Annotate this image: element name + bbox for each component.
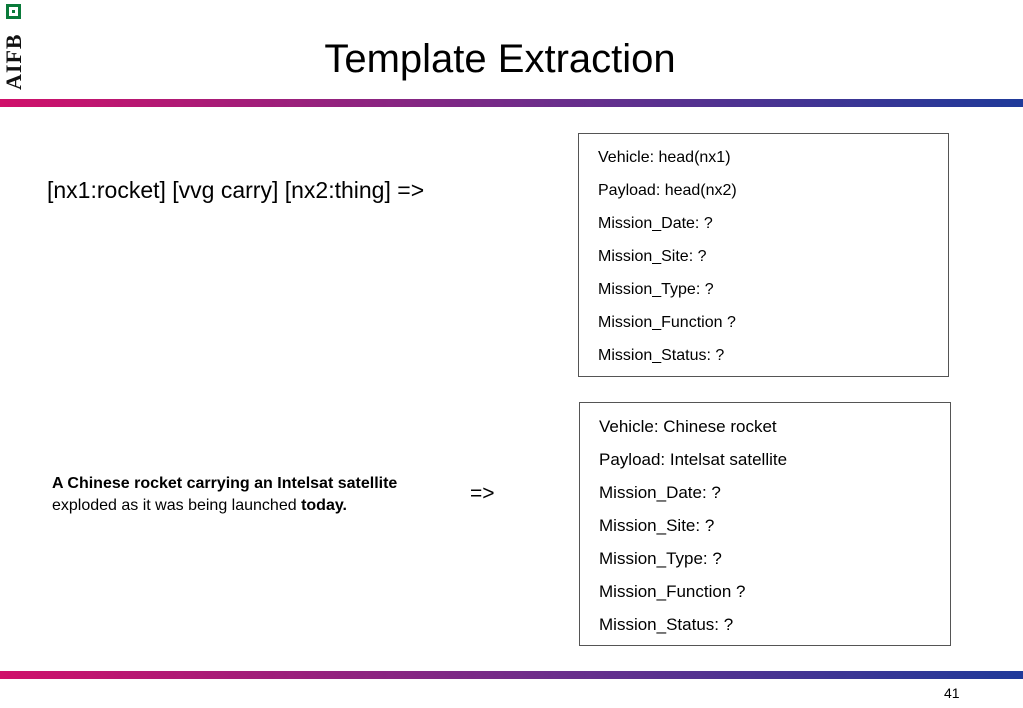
- filled-field-mission-type: Mission_Type: ?: [599, 549, 722, 568]
- filled-field-mission-date: Mission_Date: ?: [599, 483, 721, 502]
- top-gradient-bar: [0, 99, 1023, 107]
- filled-field-vehicle: Vehicle: Chinese rocket: [599, 417, 777, 436]
- bottom-gradient-bar: [0, 671, 1023, 679]
- page-number: 41: [944, 685, 960, 701]
- template-field-mission-status: Mission_Status: ?: [598, 347, 725, 364]
- filled-field-mission-status: Mission_Status: ?: [599, 615, 734, 634]
- example-sentence-line1: A Chinese rocket carrying an Intelsat sa…: [52, 475, 398, 492]
- example-sentence: A Chinese rocket carrying an Intelsat sa…: [52, 473, 397, 517]
- slide-title: Template Extraction: [324, 37, 676, 81]
- example-sentence-line2: exploded as it was being launched: [52, 497, 302, 514]
- filled-field-mission-function: Mission_Function ?: [599, 582, 746, 601]
- example-arrow: =>: [470, 482, 495, 505]
- filled-field-mission-site: Mission_Site: ?: [599, 516, 715, 535]
- filled-template-box: Vehicle: Chinese rocket Payload: Intelsa…: [579, 402, 951, 646]
- template-box: Vehicle: head(nx1) Payload: head(nx2) Mi…: [578, 133, 949, 377]
- example-sentence-emphasis: today.: [301, 497, 347, 514]
- logo-square-icon: [6, 4, 21, 19]
- filled-field-payload: Payload: Intelsat satellite: [599, 450, 788, 469]
- template-field-mission-function: Mission_Function ?: [598, 314, 736, 331]
- aifb-logo: AIFB: [1, 2, 30, 90]
- template-field-payload: Payload: head(nx2): [598, 182, 737, 199]
- template-field-mission-site: Mission_Site: ?: [598, 248, 707, 265]
- template-field-vehicle: Vehicle: head(nx1): [598, 149, 731, 166]
- extraction-pattern: [nx1:rocket] [vvg carry] [nx2:thing] =>: [47, 177, 425, 203]
- template-field-mission-date: Mission_Date: ?: [598, 215, 713, 232]
- template-field-mission-type: Mission_Type: ?: [598, 281, 714, 298]
